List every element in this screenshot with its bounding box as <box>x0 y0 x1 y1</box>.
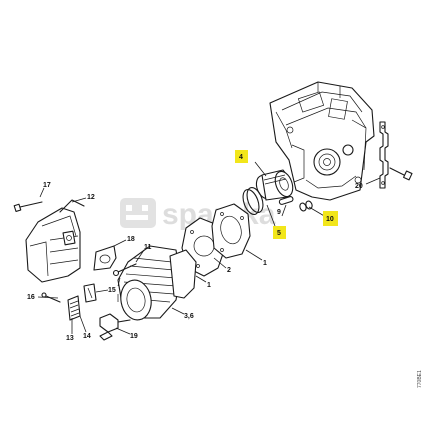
part-labels: 4 5 9 10 2 1 1 3,6 18 11 12 17 15 16 13 … <box>27 154 363 342</box>
baffle-plate <box>83 283 97 303</box>
gasket-plate <box>93 245 117 271</box>
highlight-box-4 <box>235 150 248 163</box>
leader-lines <box>37 161 381 335</box>
spark-arrester <box>67 295 81 321</box>
part-label-11[interactable]: 11 <box>144 244 152 251</box>
circlip <box>299 200 313 212</box>
part-label-4[interactable]: 4 <box>239 154 243 161</box>
part-label-15[interactable]: 15 <box>108 287 116 294</box>
part-label-3-6[interactable]: 3,6 <box>184 313 194 320</box>
part-label-20[interactable]: 20 <box>355 183 363 190</box>
highlight-box-10 <box>323 211 338 226</box>
part-label-14[interactable]: 14 <box>83 333 91 340</box>
part-label-10[interactable]: 10 <box>326 216 334 223</box>
part-label-12[interactable]: 12 <box>87 194 95 201</box>
cylinder <box>117 245 197 321</box>
part-label-13[interactable]: 13 <box>66 335 74 342</box>
muffler-housing <box>25 199 85 283</box>
piston-pin <box>278 196 294 205</box>
highlight-box-5 <box>273 226 286 239</box>
part-label-19[interactable]: 19 <box>130 333 138 340</box>
part-label-1b[interactable]: 1 <box>263 260 267 267</box>
piston-rings <box>242 187 264 215</box>
gasket <box>211 203 251 259</box>
crankcase <box>269 81 375 201</box>
part-label-2[interactable]: 2 <box>227 267 231 274</box>
part-label-16[interactable]: 16 <box>27 294 35 301</box>
part-label-18[interactable]: 18 <box>127 236 135 243</box>
screw-17 <box>13 201 43 213</box>
gasket-strip-20 <box>379 121 413 189</box>
drawing-code: 770BE1 <box>417 370 423 388</box>
screw-11 <box>112 263 137 277</box>
spark-plug <box>99 313 131 341</box>
piston <box>255 169 294 201</box>
part-label-1[interactable]: 1 <box>207 282 211 289</box>
part-label-5[interactable]: 5 <box>277 230 281 237</box>
part-label-17[interactable]: 17 <box>43 182 51 189</box>
part-label-9[interactable]: 9 <box>277 209 281 216</box>
